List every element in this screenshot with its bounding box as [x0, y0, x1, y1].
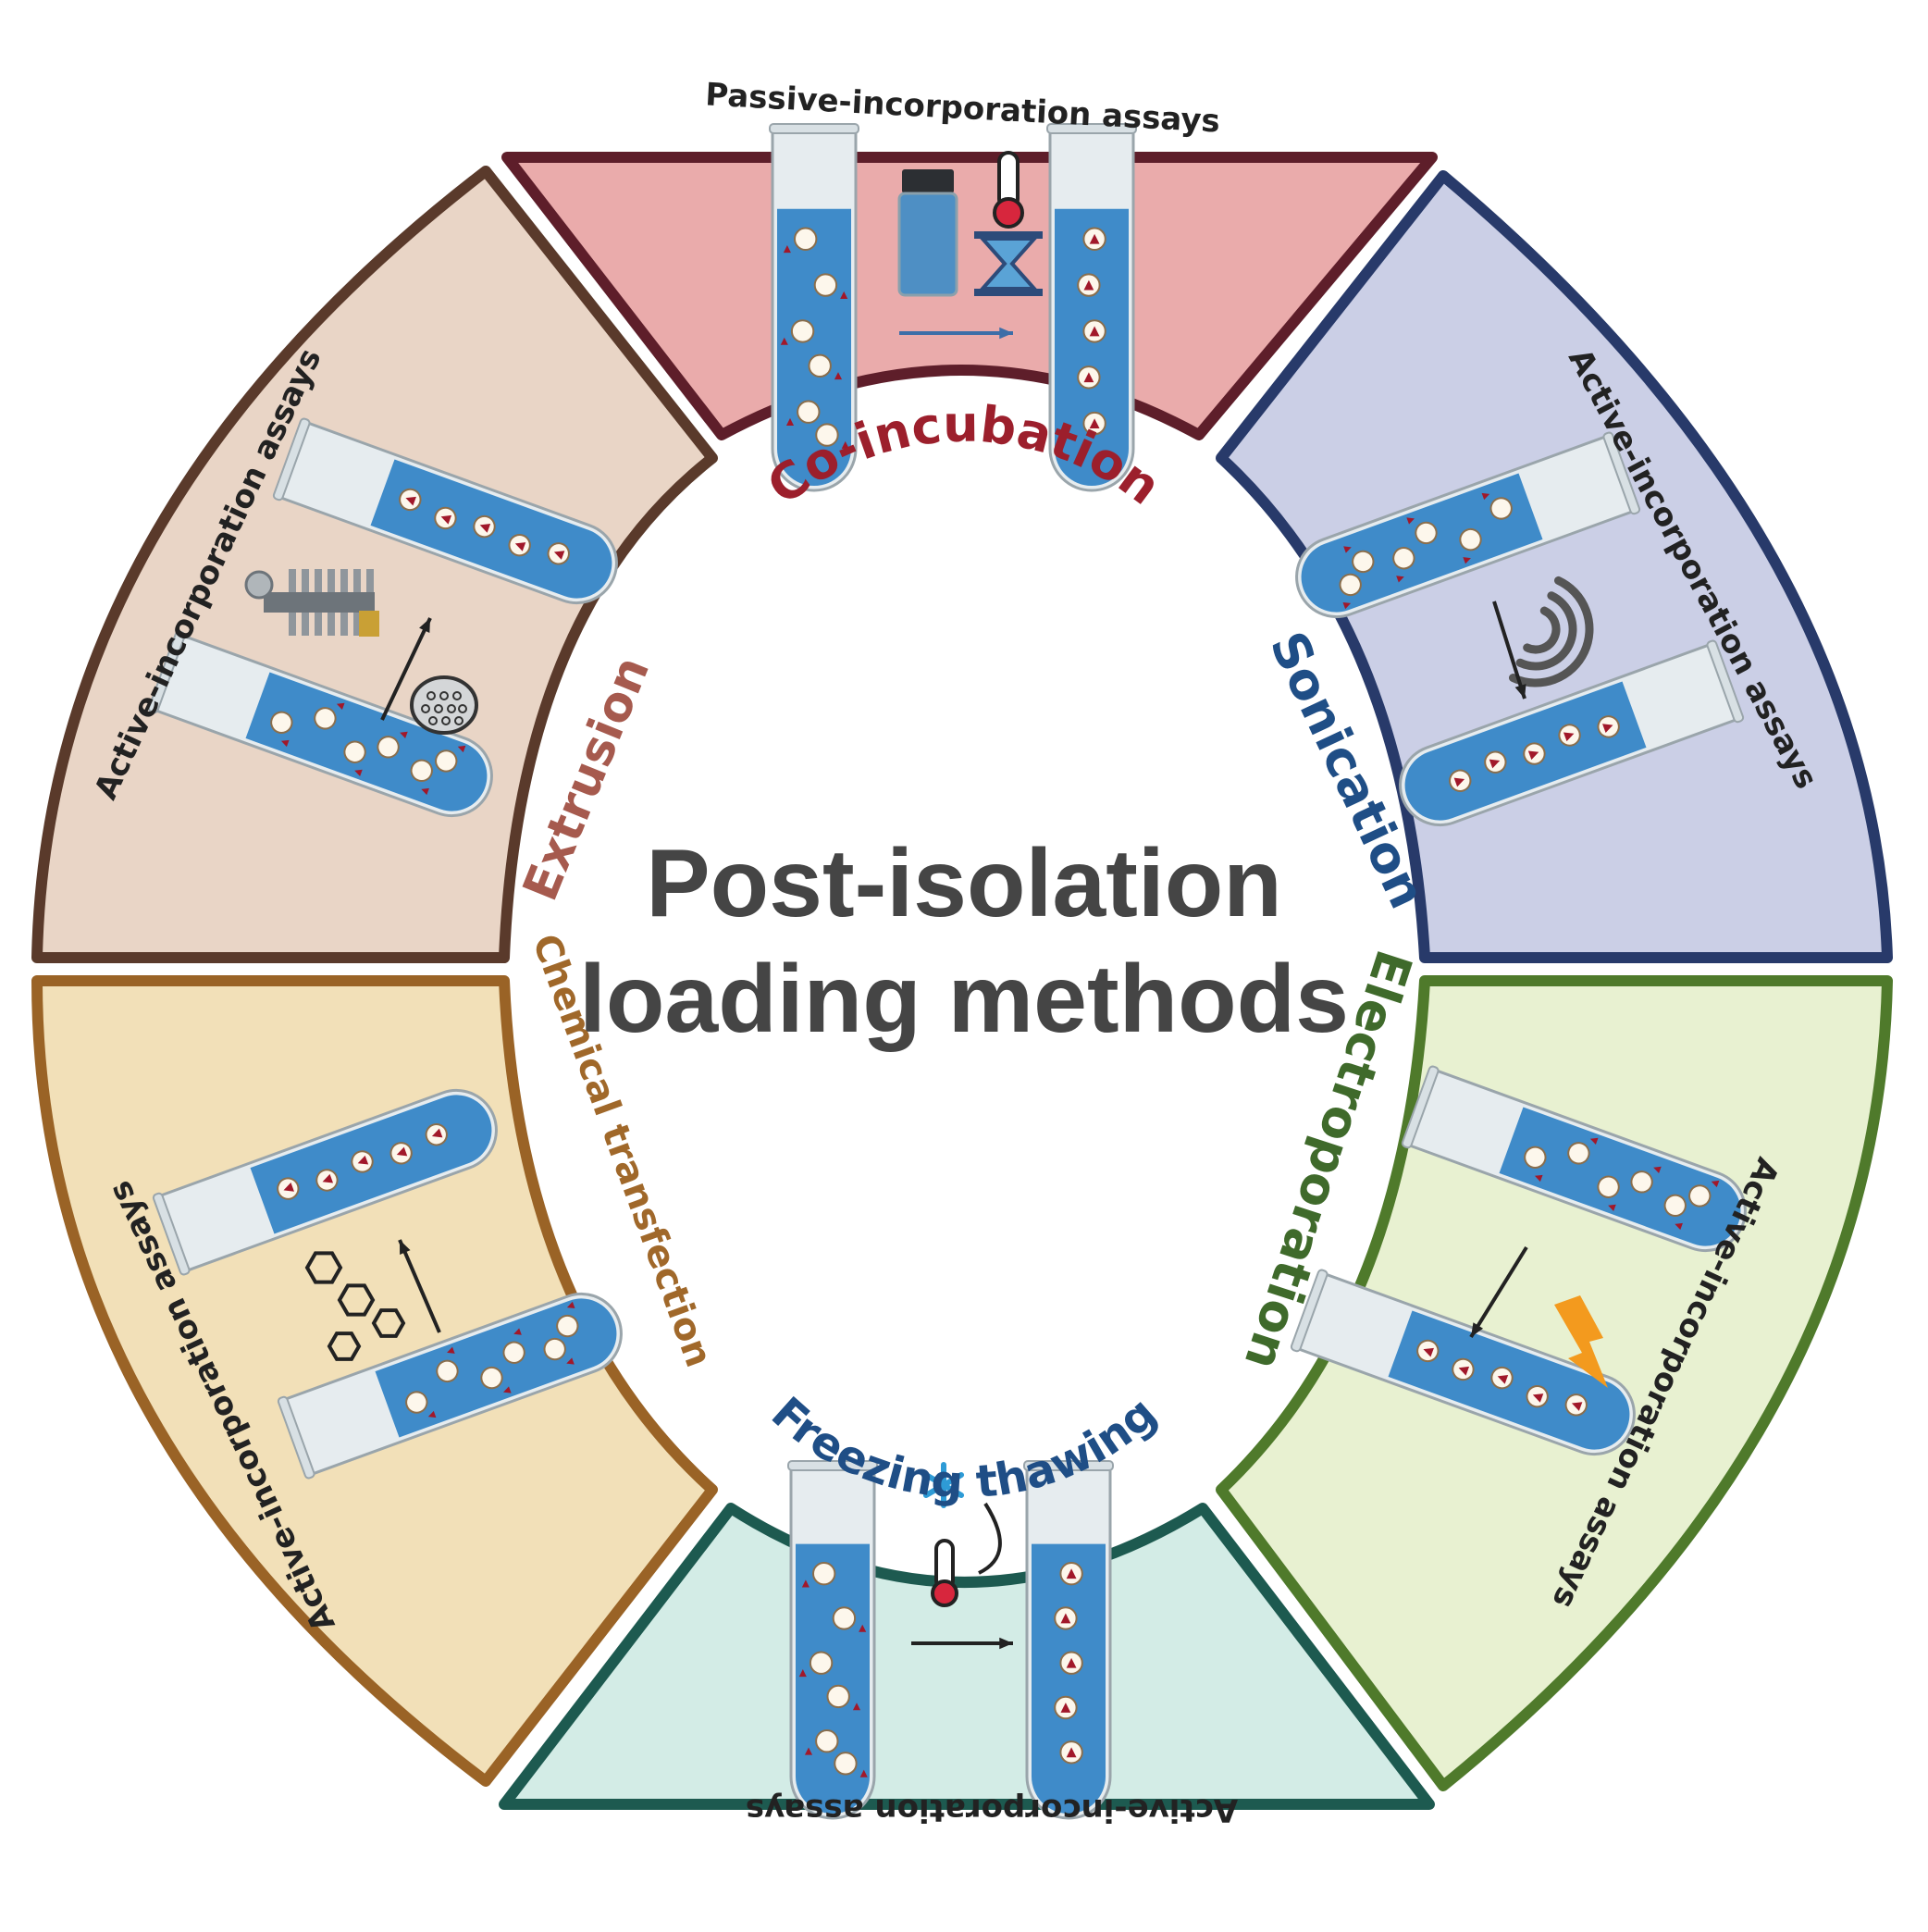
test-tube-icon	[1023, 1460, 1114, 1820]
segment-extrusion	[31, 166, 718, 963]
arrow-icon	[380, 617, 432, 721]
chemical-structure-icon	[304, 1251, 406, 1361]
test-tube-icon	[147, 630, 493, 818]
arrow-icon	[899, 327, 1013, 340]
test-tube-icon	[152, 1088, 498, 1276]
curved-arrow-icon	[978, 1502, 1002, 1575]
vial-icon	[897, 169, 958, 297]
lightning-icon	[1554, 1295, 1608, 1388]
thermometer-icon	[993, 151, 1024, 229]
center-title-line2: loading methods	[579, 946, 1349, 1053]
test-tube-icon	[1401, 1065, 1747, 1253]
hourglass-icon	[974, 231, 1043, 296]
content-layer	[147, 123, 1747, 1820]
center-title-line1: Post-isolation	[646, 830, 1282, 937]
test-tube-icon	[787, 1460, 878, 1820]
snowflake-icon	[922, 1462, 965, 1508]
center-disc	[513, 529, 1415, 1432]
test-tube-icon	[1399, 639, 1745, 827]
test-tube-icon	[1295, 431, 1641, 619]
test-tube-icon	[272, 417, 618, 605]
thermometer-icon	[931, 1539, 958, 1607]
arrow-icon	[1469, 1245, 1528, 1339]
extruder-icon	[244, 569, 379, 637]
sound-wave-icon	[1508, 576, 1594, 687]
test-tube-icon	[1290, 1269, 1636, 1456]
test-tube-icon	[769, 123, 859, 492]
test-tube-icon	[277, 1292, 623, 1480]
arrow-icon	[911, 1637, 1013, 1650]
arrow-icon	[398, 1239, 441, 1333]
arrow-icon	[1492, 601, 1526, 700]
membrane-filter-icon	[410, 675, 478, 735]
assay-label-freezing-thawing: Active-incorporation assays	[746, 1791, 1238, 1828]
test-tube-icon	[1046, 123, 1137, 492]
